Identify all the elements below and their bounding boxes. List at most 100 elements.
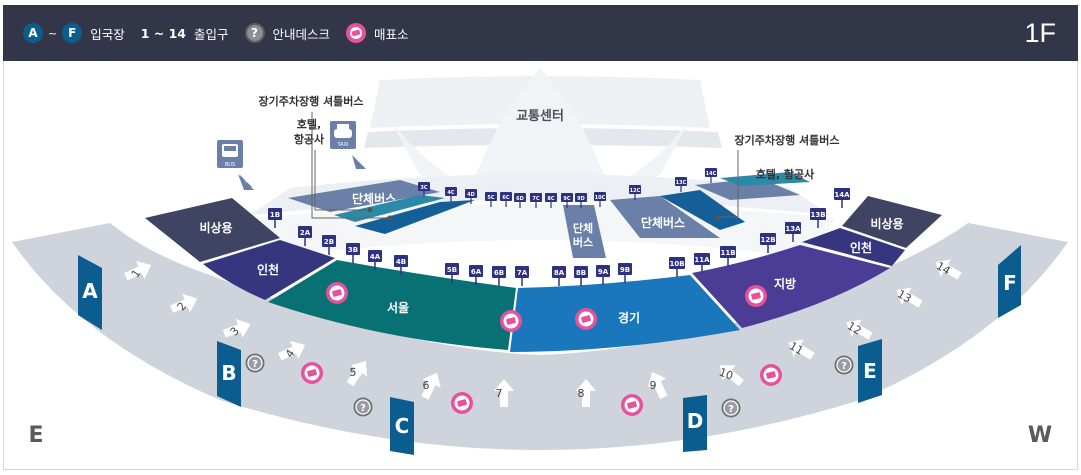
svg-text:9: 9 [650,379,657,392]
svg-text:12B: 12B [760,236,775,244]
entrance-badge-icon: F [62,23,83,43]
svg-text:지방: 지방 [774,276,796,291]
svg-text:12: 12 [845,319,864,337]
ticket-office-icon [346,23,367,43]
info-desk-icon [353,397,373,417]
bus-stops-back: 3C 4C 4D 5C 6C 6D 7C 8C 9C 9D 10C 12C 13… [418,168,717,208]
svg-text:TAXI: TAXI [337,142,349,148]
svg-text:4C: 4C [447,190,454,196]
shuttle-label-right: 장기주차장행 셔틀버스 [734,133,839,147]
legend-exit: 1 ~ 14 출입구 [141,24,229,43]
svg-text:BUS: BUS [225,162,235,168]
svg-text:9C: 9C [563,196,570,202]
svg-text:5: 5 [350,366,357,379]
zone-seoul [268,260,516,350]
entrance-B: B [217,341,241,407]
svg-text:14A: 14A [834,191,850,199]
svg-text:10C: 10C [595,195,606,201]
group-bus-area-middle [563,205,606,258]
svg-text:13C: 13C [676,180,687,186]
svg-text:8A: 8A [554,269,565,277]
ticket-office-icon [745,285,767,307]
transport-center: 교통센터 [364,68,722,190]
svg-text:8C: 8C [547,196,554,202]
legend-info: ? 안내데스크 [244,23,330,43]
info-desk-icon [834,355,854,375]
svg-text:11A: 11A [694,256,710,264]
svg-text:4B: 4B [396,258,406,266]
svg-text:14C: 14C [706,171,717,177]
svg-text:B: B [221,361,236,385]
exit-arrows: 1 2 3 4 5 6 7 8 9 10 11 12 13 14 [121,253,965,407]
svg-text:비상용: 비상용 [199,220,232,235]
svg-text:호텔,: 호텔, [297,117,321,131]
svg-text:14: 14 [934,259,953,277]
entrance-C: C [390,397,414,455]
svg-text:버스: 버스 [573,235,593,249]
svg-text:5B: 5B [447,266,457,274]
svg-text:2B: 2B [324,238,334,246]
legend-header: A ~ F 입국장 1 ~ 14 출입구 ? 안내데스크 매표소 1F [3,5,1078,61]
bus-stops-front: 1B 2A 2B 3B 4A 4B 5B 6A 6B 7A 8A 8B 9A 9… [268,188,850,286]
svg-text:C: C [395,414,410,438]
entrance-gates: A B C D E F [78,245,1021,455]
zone-incheon-left [203,240,335,300]
map-frame [3,61,1078,470]
svg-text:비상용: 비상용 [870,216,903,231]
svg-text:3B: 3B [348,246,358,254]
svg-text:D: D [687,409,704,433]
svg-text:서울: 서울 [387,300,409,315]
bus-stop-icon: BUS [217,140,254,190]
svg-text:A: A [82,279,98,303]
svg-text:인천: 인천 [257,262,279,277]
svg-text:4A: 4A [370,253,381,261]
svg-text:경기: 경기 [618,310,640,325]
entrance-A: A [78,255,102,330]
svg-text:4D: 4D [467,192,475,198]
info-desk-icon: ? [244,23,265,43]
svg-text:F: F [1003,271,1017,295]
zone-jibang [692,245,890,328]
ticket-office-label: 매표소 [374,26,409,42]
svg-text:6D: 6D [516,196,524,202]
legend-entrance: A ~ F 입국장 [23,23,125,43]
svg-text:10: 10 [717,366,735,383]
svg-text:6C: 6C [502,195,509,201]
ticket-office-icon [451,392,473,414]
exit-range: 1 ~ 14 [140,25,187,41]
ticket-office-icon [621,394,643,416]
group-bus-area-left [288,180,440,212]
svg-text:7A: 7A [517,269,528,277]
svg-text:13B: 13B [810,211,825,219]
entrance-badge-icon: A [23,23,43,43]
svg-text:호텔, 항공사: 호텔, 항공사 [756,167,815,181]
svg-text:항공사: 항공사 [294,132,325,146]
svg-text:8B: 8B [576,269,586,277]
zone-emergency-left [145,198,280,262]
legend: A ~ F 입국장 1 ~ 14 출입구 ? 안내데스크 매표소 [23,23,425,43]
arrival-hall-walkway [12,223,1068,450]
ticket-office-icon [301,362,323,384]
svg-text:2A: 2A [300,229,311,237]
svg-text:6B: 6B [494,269,504,277]
direction-east: E [28,423,43,448]
ticket-office-icon [500,310,522,332]
entrance-label: 입국장 [90,26,125,42]
svg-text:6: 6 [423,379,430,392]
svg-text:13: 13 [895,287,914,305]
entrance-D: D [683,395,707,452]
svg-text:9D: 9D [577,196,585,202]
svg-text:3C: 3C [420,185,427,191]
zone-incheon-right [802,228,905,266]
info-desk-icon [245,353,265,373]
zone-emergency-right [842,196,942,248]
svg-text:5C: 5C [487,195,494,201]
direction-west: W [1028,423,1052,448]
svg-text:단체버스: 단체버스 [352,191,396,206]
exit-label: 출입구 [194,26,229,42]
svg-text:1B: 1B [270,211,280,219]
zone-gyeonggi [510,275,740,352]
ticket-office-icon [760,364,782,386]
ticket-office-icon [575,308,597,330]
